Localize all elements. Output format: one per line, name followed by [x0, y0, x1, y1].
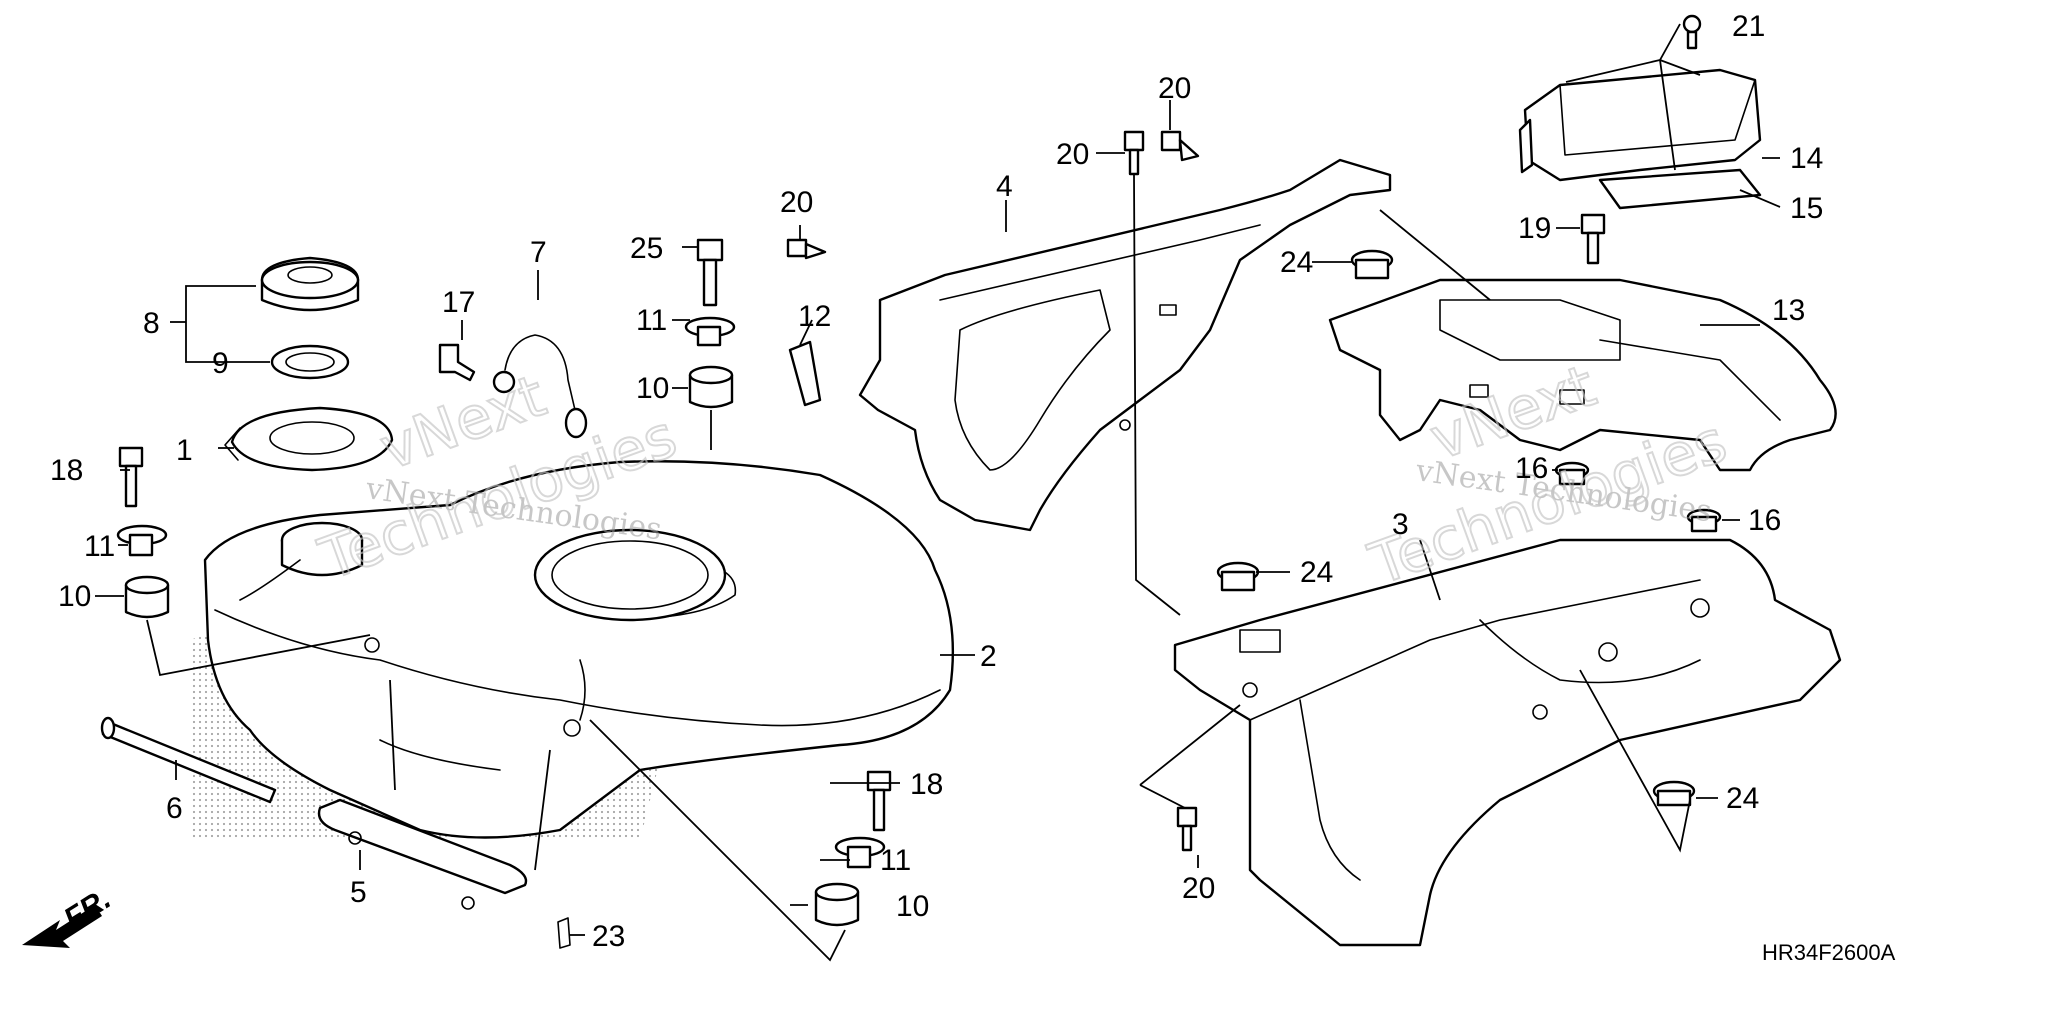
callout-18-lower: 18	[910, 768, 943, 801]
collar-11-center	[684, 316, 736, 347]
callout-20-b: 20	[1158, 72, 1191, 105]
grommet-24-top	[1350, 249, 1394, 280]
bolt-18-left	[118, 446, 144, 508]
ecu-cover	[1518, 68, 1762, 182]
callout-24-top: 24	[1280, 246, 1313, 279]
callout-5: 5	[350, 876, 367, 909]
diagram-code: HR34F2600A	[1762, 940, 1896, 965]
callout-14: 14	[1790, 142, 1823, 175]
rivet-20-a	[786, 238, 827, 260]
callout-6: 6	[166, 792, 183, 825]
rivet-20-d	[1176, 806, 1198, 852]
front-arrow	[22, 905, 102, 948]
bolt-25	[696, 238, 724, 307]
callout-15: 15	[1790, 192, 1823, 225]
clip-23	[557, 917, 571, 949]
callout-11-lower: 11	[880, 844, 911, 877]
callout-10-center: 10	[636, 372, 669, 405]
hinge-rod	[100, 716, 277, 804]
cap-seal	[270, 344, 350, 380]
fuel-cap	[260, 256, 360, 312]
callout-8: 8	[143, 307, 160, 340]
callout-7: 7	[530, 236, 547, 269]
callout-18-left: 18	[50, 454, 83, 487]
grommet-16-b	[1686, 508, 1722, 533]
callout-23: 23	[592, 920, 625, 953]
grommet-24-mid	[1216, 561, 1260, 592]
callout-16-b: 16	[1748, 504, 1781, 537]
filler-ring	[224, 406, 394, 472]
collar-11-lower	[834, 836, 886, 869]
callout-1: 1	[176, 434, 193, 467]
rubber-10-left	[124, 575, 170, 619]
ground-wire	[492, 334, 588, 439]
callout-10-left: 10	[58, 580, 91, 613]
callout-11-center: 11	[636, 304, 667, 337]
callout-19: 19	[1518, 212, 1551, 245]
callout-2: 2	[980, 640, 997, 673]
rivet-20-c	[1160, 130, 1200, 162]
frame-bracket	[858, 158, 1392, 532]
cover-gasket	[1598, 168, 1762, 210]
bolt-17	[438, 343, 476, 382]
callout-20-d: 20	[1182, 872, 1215, 905]
callout-4: 4	[996, 170, 1013, 203]
rubber-10-lower	[814, 882, 860, 927]
callout-11-left: 11	[84, 530, 115, 563]
bolt-19	[1580, 213, 1606, 265]
rivet-20-b	[1123, 130, 1145, 176]
callout-13: 13	[1772, 294, 1805, 327]
grommet-24-low	[1652, 780, 1696, 807]
collar-11-left	[116, 524, 168, 557]
bolt-18-lower	[866, 770, 892, 832]
callout-25: 25	[630, 232, 663, 265]
leader-lines	[95, 23, 1781, 962]
clip-12	[788, 340, 822, 407]
callout-3: 3	[1392, 508, 1409, 541]
screw-21	[1682, 14, 1702, 50]
callout-17: 17	[442, 286, 475, 319]
callout-9: 9	[212, 347, 229, 380]
callout-12: 12	[798, 300, 831, 333]
fuel-tank	[203, 460, 955, 839]
tank-band	[317, 798, 528, 910]
ecu-holder	[1328, 278, 1837, 472]
callout-24-mid: 24	[1300, 556, 1333, 589]
callout-24-low: 24	[1726, 782, 1759, 815]
callout-21: 21	[1732, 10, 1765, 43]
rubber-10-center	[688, 365, 734, 409]
callout-20-c: 20	[780, 186, 813, 219]
callout-labels: 1 2 3 4 5 6 7 8 9 10 10 10 11 11 11 12 1…	[50, 10, 1823, 953]
under-cover	[1173, 538, 1842, 947]
callout-16-a: 16	[1515, 452, 1548, 485]
callout-10-lower: 10	[896, 890, 929, 923]
callout-20-a: 20	[1056, 138, 1089, 171]
